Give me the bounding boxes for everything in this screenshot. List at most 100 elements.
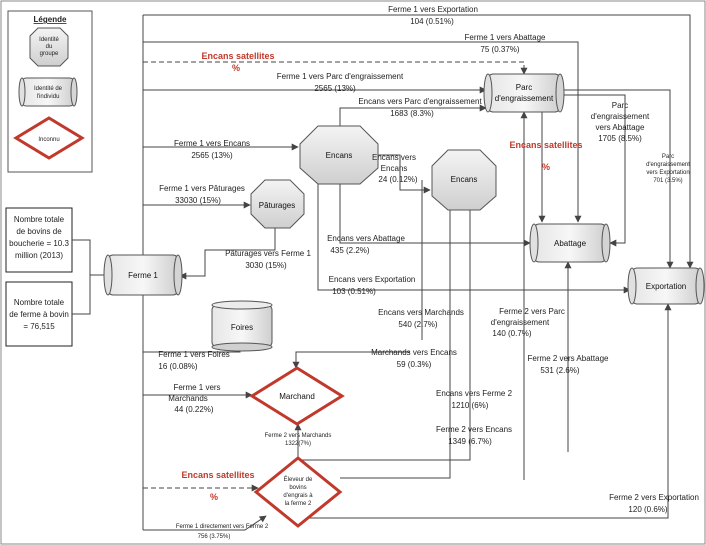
node-encans-label: Encans [326, 151, 353, 160]
label-f1-export: Ferme 1 vers Exportation [388, 5, 478, 14]
edge-parc-export [562, 89, 674, 269]
total-cattle-line2: de bovins de [16, 227, 62, 236]
satellite-label-top: Encans satellites [201, 51, 274, 61]
label-f2-encans-val: 1349 (6.7%) [448, 437, 492, 446]
legend-individual-line2: l'individu [37, 94, 60, 100]
label-f1-paturages-val: 33030 (15%) [175, 196, 221, 205]
node-paturages: Pâturages [250, 179, 305, 229]
edge-f2-encans [340, 181, 454, 479]
node-foires-label: Foires [231, 323, 253, 332]
edges [142, 14, 694, 531]
satellite-pct-top: % [232, 63, 240, 73]
label-f2-abattage-val: 531 (2.6%) [540, 366, 579, 375]
legend-cylinder-icon [18, 77, 78, 107]
label-f1-marchands-2: Marchands [168, 394, 208, 403]
edge-encans-encans [378, 154, 431, 194]
legend-group-line1: Identité [39, 37, 59, 43]
legend-diamond-icon [13, 116, 85, 160]
label-encans-marchands: Encans vers Marchands [378, 308, 464, 317]
edge-satellite-parc [143, 61, 528, 75]
label-paturages-f1: Pâturages vers Ferme 1 [225, 249, 311, 258]
node-ferme1-label: Ferme 1 [128, 271, 158, 280]
node-eleveur-line1: Éleveur de [284, 476, 313, 483]
node-abattage: Abattage [529, 223, 611, 263]
label-f1-marchands-1: Ferme 1 vers [173, 383, 220, 392]
label-f1-abattage-val: 75 (0.37%) [480, 45, 519, 54]
label-parc-export-3: vers Exportation [646, 170, 689, 176]
label-f2-encans: Ferme 2 vers Encans [436, 425, 512, 434]
edge-encans-parc [339, 104, 487, 126]
label-f1-f2: Ferme 1 directement vers Ferme 2 [176, 524, 269, 530]
label-marchands-encans-val: 59 (0.3%) [397, 360, 432, 369]
label-f1-abattage: Ferme 1 vers Abattage [465, 33, 546, 42]
legend-group-line3: groupe [40, 51, 59, 57]
label-encans-f2-val: 1210 (6%) [452, 401, 489, 410]
label-f2-export: Ferme 2 vers Exportation [609, 493, 699, 502]
node-marchand-label: Marchand [279, 392, 315, 401]
label-parc-abattage-2: d'engraissement [591, 112, 650, 121]
total-cattle-line1: Nombre totale [14, 215, 65, 224]
label-f1-foires-val: 16 (0.08%) [158, 362, 197, 371]
legend-group-line2: du [46, 44, 53, 50]
label-f2-export-val: 120 (0.6%) [628, 505, 667, 514]
node-eleveur-line3: d'engrais à [283, 493, 313, 499]
edge-f1-abattage [143, 41, 582, 223]
node-encans: Encans [299, 125, 379, 185]
label-parc-export-1: Parc [662, 154, 674, 160]
connector-farms-ferme1 [72, 275, 91, 315]
label-f2-marchands: Ferme 2 vers Marchands [265, 433, 332, 439]
edge-labels: Ferme 1 vers Exportation 104 (0.51%) Fer… [158, 5, 699, 540]
edge-paturages-f1 [179, 225, 276, 280]
edge-parc-abattage [562, 94, 626, 247]
satellite-pct-parc: % [542, 162, 550, 172]
total-farms-line1: Nombre totale [14, 298, 65, 307]
label-f1-marchands-val: 44 (0.22%) [174, 405, 213, 414]
total-cattle-box: Nombre totale de bovins de boucherie = 1… [5, 207, 73, 273]
label-f2-parc-1: Ferme 2 vers Parc [499, 307, 565, 316]
label-f1-export-val: 104 (0.51%) [410, 17, 454, 26]
total-cattle-line4: million (2013) [15, 251, 63, 260]
node-ferme1: Ferme 1 [103, 254, 183, 296]
label-paturages-f1-val: 3030 (15%) [245, 261, 287, 270]
label-encans-f2: Encans vers Ferme 2 [436, 389, 513, 398]
node-abattage-label: Abattage [554, 239, 587, 248]
label-f1-encans-val: 2565 (13%) [191, 151, 233, 160]
label-f2-parc-2: d'engraissement [491, 318, 550, 327]
label-encans-marchands-val: 540 (2.7%) [398, 320, 437, 329]
total-farms-line2: de ferme à bovin [9, 310, 69, 319]
node-exportation: Exportation [627, 267, 705, 305]
satellite-label-f2: Encans satellites [181, 470, 254, 480]
node-parc-line1: Parc [516, 83, 532, 92]
total-cattle-line3: boucherie = 10.3 [9, 239, 69, 248]
node-eleveur-line4: la ferme 2 [285, 501, 312, 507]
label-encans-abattage-val: 435 (2.2%) [330, 246, 369, 255]
node-paturages-label: Pâturages [259, 201, 295, 210]
label-f1-parc: Ferme 1 vers Parc d'engraissement [277, 72, 404, 81]
total-farms-box: Nombre totale de ferme à bovin = 76,515 [5, 281, 73, 347]
label-parc-abattage-3: vers Abattage [596, 123, 645, 132]
legend-unknown-label: Inconnu [38, 137, 59, 143]
label-encans-parc-val: 1683 (8.3%) [390, 109, 434, 118]
edge-f1-export [143, 14, 694, 269]
label-f1-f2-val: 756 (3.75%) [198, 534, 231, 540]
total-farms-line3: = 76,515 [23, 322, 55, 331]
edge-f1-f2 [143, 515, 267, 531]
label-f2-abattage: Ferme 2 vers Abattage [528, 354, 609, 363]
label-parc-export-2: d'engraissement [646, 162, 690, 168]
edge-encans-export [317, 182, 631, 294]
label-f1-paturages: Ferme 1 vers Pâturages [159, 184, 245, 193]
node-foires: Foires [211, 300, 273, 352]
node-exportation-label: Exportation [646, 282, 686, 291]
node-encans2: Encans [431, 149, 497, 211]
node-marchand: Marchand [249, 366, 345, 426]
legend-title: Légende [34, 15, 67, 24]
label-encans-encans-2: Encans [381, 164, 408, 173]
label-encans-parc: Encans vers Parc d'engraissement [358, 97, 482, 106]
label-parc-abattage-val: 1705 (8.5%) [598, 134, 642, 143]
node-parc: Parc d'engraissement [483, 73, 565, 113]
label-f1-parc-val: 2565 (13%) [314, 84, 356, 93]
label-encans-export: Encans vers Exportation [329, 275, 416, 284]
